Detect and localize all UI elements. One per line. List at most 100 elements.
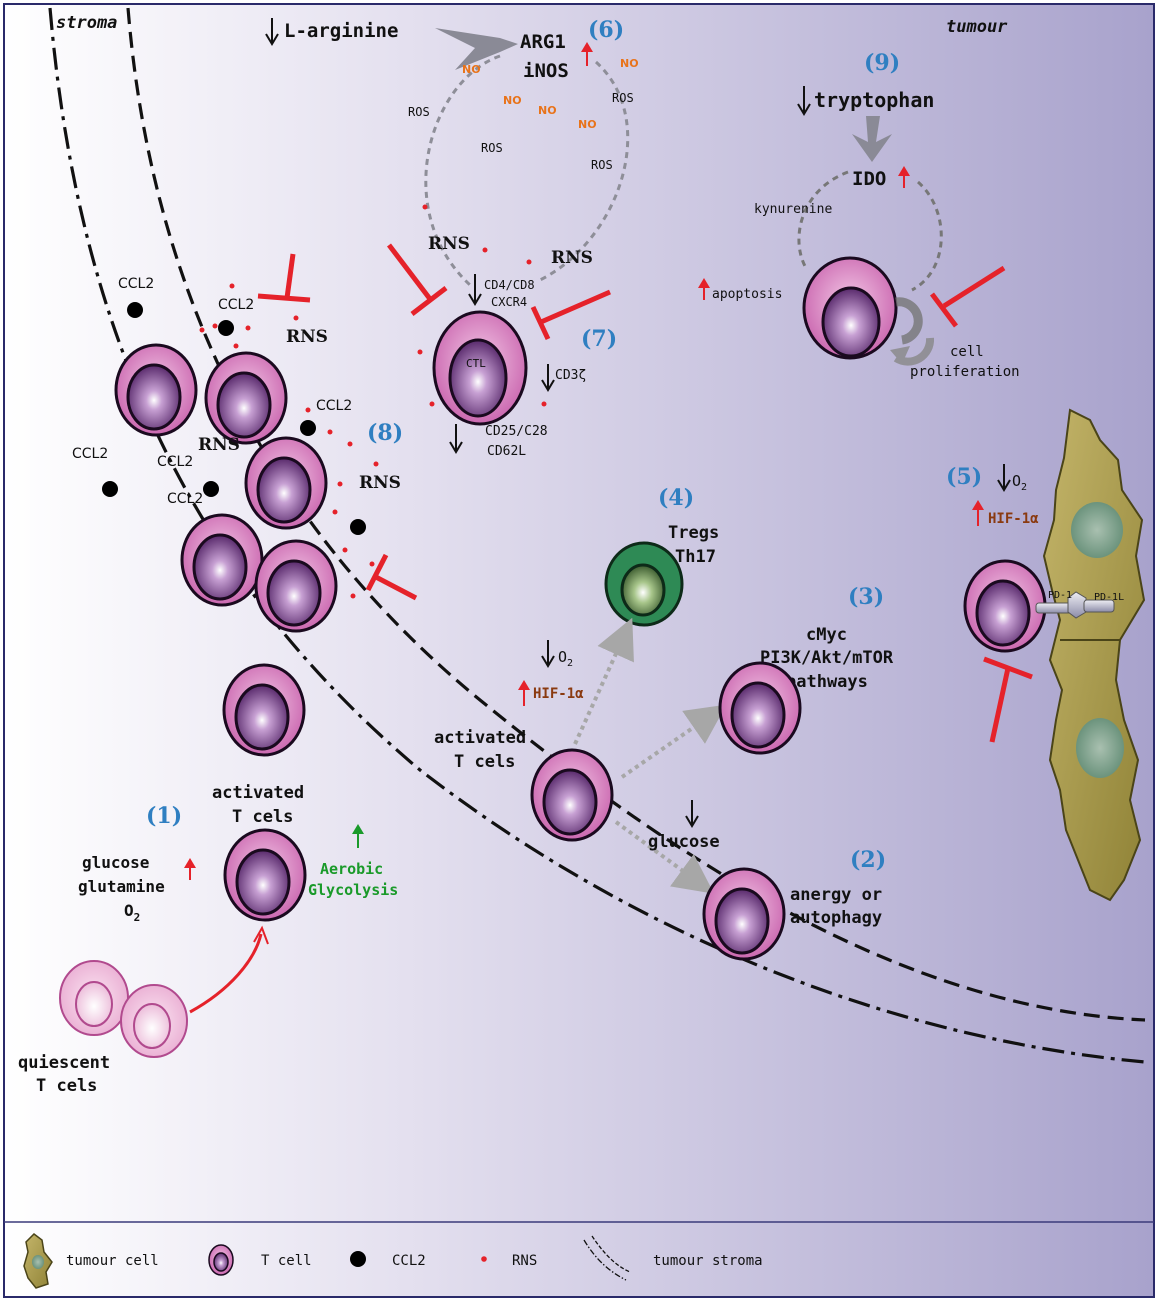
stroma-label: stroma [56,13,117,33]
legend-ccl2-label: CCL2 [392,1253,426,1269]
glucose-label: glucose [648,832,720,852]
pd1-receptor [1035,591,1115,619]
legend: tumour cell T cell CCL2 RNS tumour strom… [23,1233,763,1289]
pi3k-label: PI3K/Akt/mTOR [760,648,894,668]
number-8: (8) [367,420,403,446]
no-label: NO [462,63,481,76]
glycolysis-label: Glycolysis [308,881,398,899]
proliferation-label: proliferation [910,364,1020,380]
anergy-label: anergy or [790,885,882,905]
th17-label: Th17 [675,547,716,567]
hif-label: HIF-1α [988,511,1039,527]
no-label: NO [578,118,597,131]
legend-tumour-cell-label: tumour cell [66,1253,159,1269]
tryptophan-arrow [852,116,892,162]
o2-label: O2 [124,901,140,924]
dotted-arrow-to-treg [573,617,634,745]
number-7: (7) [581,326,617,352]
rns-label: RNS [428,234,470,254]
legend-stroma-label: tumour stroma [653,1253,763,1269]
ido-t-cell [802,256,898,360]
t-cell [223,828,307,922]
ccl2-label: CCL2 [157,454,193,470]
no-label: NO [620,57,639,70]
ccl2-dot [203,481,219,497]
t-cell [530,748,614,842]
number-4: (4) [658,485,694,511]
hif-label: HIF-1α [533,686,584,702]
t-cell [222,663,306,757]
cd62l-label: CD62L [487,444,526,459]
kynurenine-label: kynurenine [754,202,832,217]
cxcr4-label: CXCR4 [491,295,527,309]
inhibition-symbol [930,265,1006,328]
cmyc-label: cMyc [806,625,847,645]
cell-label: cell [950,344,984,360]
inos-label: iNOS [523,60,569,82]
number-9: (9) [864,50,900,76]
legend-tumour-cell-icon [23,1233,53,1289]
ccl2-dot [218,320,234,336]
ccl2-label: CCL2 [167,491,203,507]
inhibition-symbol [530,289,611,341]
pathways-label: pathways [786,672,868,692]
no-label: NO [503,94,522,107]
number-3: (3) [848,584,884,610]
rns-label: RNS [198,435,240,455]
dotted-arrow-to-anergy [614,820,715,894]
treg-cell [604,541,684,627]
kynurenine-loop-left [797,170,849,269]
ccl2-label: CCL2 [218,297,254,313]
quiescent-t-cell [59,960,129,1036]
quiescent-label: quiescent [18,1053,110,1073]
ros-label: ROS [481,141,503,155]
inhibition-symbol [983,656,1033,743]
glucose-label: glucose [82,853,149,872]
t-cell [114,343,198,437]
differentiation-block: (4) Tregs Th17 O2 HIF-1α activated T cel… [434,485,894,961]
pd1-block: (5) O2 HIF-1α PD-1 PD-1L [946,408,1146,902]
legend-rns-icon [481,1256,487,1262]
inhibition-symbol [257,253,311,303]
ctl-block: CD4/CD8 CXCR4 (7) CTL CD3ζ CD25/C28 CD62… [417,274,617,459]
ros-label: ROS [591,158,613,172]
number-1: (1) [146,803,182,829]
rns-label: RNS [359,473,401,493]
no-label: NO [538,104,557,117]
ido-block: (9) tryptophan IDO kynurenine apoptosis … [698,50,1020,380]
aerobic-label: Aerobic [320,860,383,878]
legend-t-cell-icon [208,1244,234,1276]
ctl-cell [432,310,528,426]
ros-loop-right [539,60,630,282]
t-cell [204,351,288,445]
o2-label: O2 [558,648,573,669]
legend-t-cell-label: T cell [261,1253,312,1269]
tumour-label: tumour [946,17,1008,37]
ros-label: ROS [612,91,634,105]
t-cell [254,539,338,633]
proliferation-cycle-icon [890,297,935,366]
glutamine-label: glutamine [78,877,165,896]
activation-block: activated T cels (1) glucose glutamine O… [18,663,398,1096]
cd4-cd8-label: CD4/CD8 [484,278,535,292]
inhibition-symbol [387,243,448,316]
ccl2-dot [102,481,118,497]
activated-label: T cels [232,807,293,827]
stroma-boundary-inner [126,7,1146,1022]
ccl2-label: CCL2 [316,398,352,414]
cd3z-label: CD3ζ [555,368,586,383]
ctl-label: CTL [466,357,486,370]
number-5: (5) [946,464,982,490]
arg1-inos-block: L-arginine ARG1 iNOS (6) NO NO NO NO NO … [265,17,639,341]
number-2: (2) [850,847,886,873]
t-cell [963,559,1047,653]
arginine-arrow [435,28,518,70]
pdl1-label: PD-1L [1094,592,1124,603]
ccl2-label: CCL2 [72,446,108,462]
t-cell [180,513,264,607]
activation-arrow [189,933,263,1014]
ccl2-dot [127,302,143,318]
ccl2-dot [300,420,316,436]
t-cell [718,661,802,755]
